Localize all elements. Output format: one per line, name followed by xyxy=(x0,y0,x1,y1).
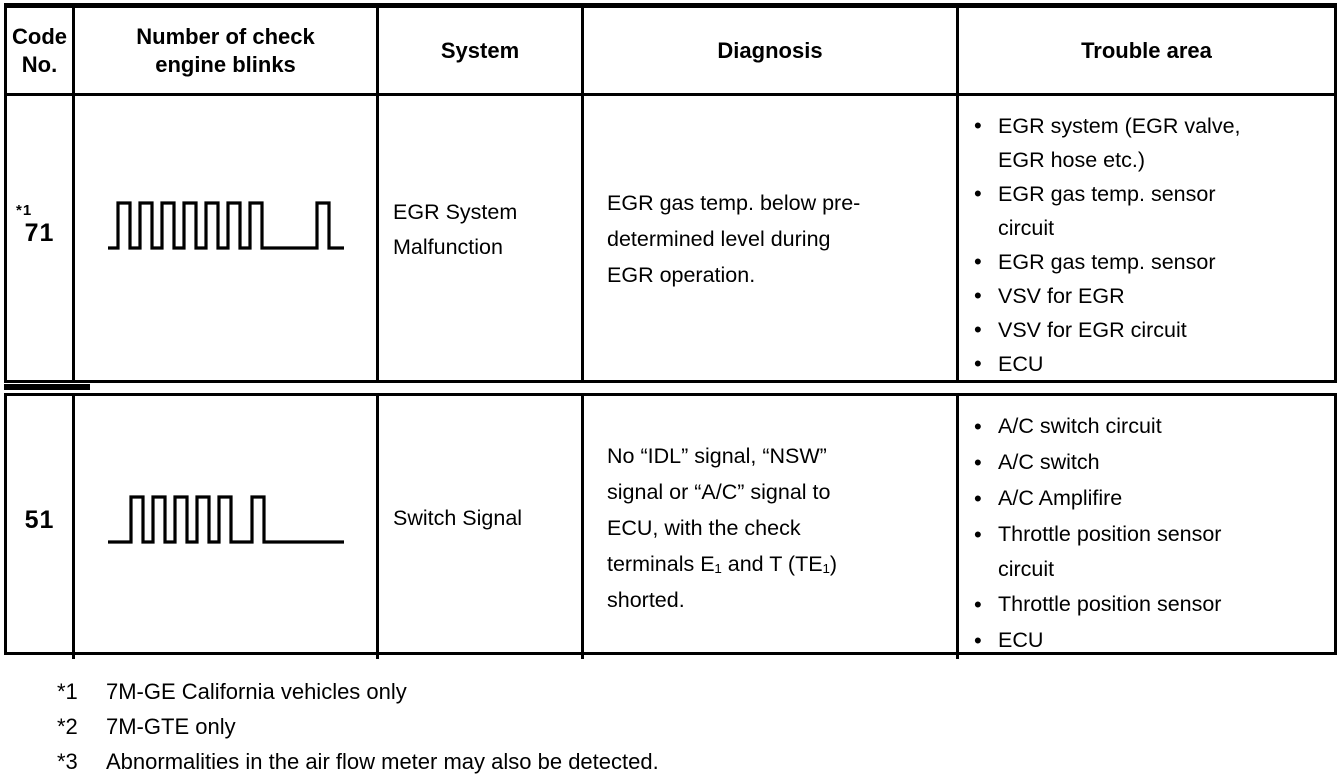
system-cell: EGR System Malfunction xyxy=(379,96,584,381)
trouble-item: A/C switch circuit xyxy=(974,409,1328,445)
bullet-icon xyxy=(974,245,998,279)
trouble-item: ECU xyxy=(974,347,1328,381)
trouble-line: circuit xyxy=(998,216,1055,240)
table-row-code-71: *1 71 EGR System Malfunction EGR gas tem… xyxy=(4,96,1337,383)
header-cell-blinks: Number of check engine blinks xyxy=(75,8,379,93)
header-label: Number of check engine blinks xyxy=(136,23,315,77)
bullet-icon xyxy=(974,347,998,381)
trouble-item: A/C Amplifire xyxy=(974,481,1328,517)
trouble-line: Throttle position sensor xyxy=(998,522,1222,546)
blink-pattern-cell xyxy=(75,396,379,659)
diagnosis-line: signal or “A/C” signal to xyxy=(607,479,831,504)
code-cell: *1 71 xyxy=(7,96,75,381)
trouble-line: A/C switch circuit xyxy=(998,414,1162,438)
footnote-mark: *1 xyxy=(57,679,78,704)
header-cell-system: System xyxy=(379,8,584,93)
diagnosis-cell: EGR gas temp. below pre- determined leve… xyxy=(584,96,959,381)
footnote-text: Abnormalities in the air flow meter may … xyxy=(106,749,659,774)
trouble-line: VSV for EGR xyxy=(998,284,1125,308)
code-number: 71 xyxy=(24,218,55,247)
trouble-line: ECU xyxy=(998,352,1044,376)
trouble-item: A/C switch xyxy=(974,445,1328,481)
table-row-code-51: 51 Switch Signal No “IDL” signal, “NSW” … xyxy=(4,393,1337,659)
trouble-line: EGR gas temp. sensor xyxy=(998,250,1216,274)
bullet-icon xyxy=(974,177,998,245)
bullet-icon xyxy=(974,313,998,347)
trouble-line: EGR hose etc.) xyxy=(998,148,1145,172)
code-footnote-mark: *1 xyxy=(16,201,33,219)
footnote-text: 7M-GE California vehicles only xyxy=(106,679,407,704)
trouble-item: EGR gas temp. sensor xyxy=(974,245,1328,279)
blink-waveform-71 xyxy=(107,200,344,250)
trouble-item: EGR gas temp. sensor circuit xyxy=(974,177,1328,245)
trouble-item: Throttle position sensor xyxy=(974,587,1328,623)
trouble-line: ECU xyxy=(998,628,1044,652)
bullet-icon xyxy=(974,409,998,445)
header-label: System xyxy=(440,37,520,63)
header-cell-code: Code No. xyxy=(7,8,75,93)
header-label: Diagnosis xyxy=(717,37,823,63)
trouble-item: Throttle position sensor circuit xyxy=(974,517,1328,587)
footnote: *1 7M-GE California vehicles only xyxy=(57,674,659,709)
bullet-icon xyxy=(974,623,998,659)
system-cell: Switch Signal xyxy=(379,396,584,659)
trouble-line: VSV for EGR circuit xyxy=(998,318,1187,342)
diagnosis-line: No “IDL” signal, “NSW” xyxy=(607,443,827,468)
header-label: Trouble area xyxy=(1081,37,1212,63)
trouble-line: A/C switch xyxy=(998,450,1100,474)
bullet-icon xyxy=(974,445,998,481)
diagnosis-line: EGR operation. xyxy=(607,262,756,287)
diagnosis-line: EGR gas temp. below pre- xyxy=(607,190,861,215)
bullet-icon xyxy=(974,481,998,517)
footnote-mark: *3 xyxy=(57,749,78,774)
diagnosis-line: determined level during xyxy=(607,226,831,251)
section-divider-bar xyxy=(4,384,90,390)
diagnosis-line: terminals E₁ and T (TE₁) xyxy=(607,551,837,576)
trouble-item: VSV for EGR circuit xyxy=(974,313,1328,347)
footnote: *2 7M-GTE only xyxy=(57,709,659,744)
trouble-line: EGR system (EGR valve, xyxy=(998,114,1241,138)
trouble-line: EGR gas temp. sensor xyxy=(998,182,1216,206)
trouble-line: Throttle position sensor xyxy=(998,592,1222,616)
diagnosis-line: shorted. xyxy=(607,587,685,612)
system-label: EGR System Malfunction xyxy=(393,199,518,259)
footnotes: *1 7M-GE California vehicles only *2 7M-… xyxy=(57,674,659,779)
trouble-line: A/C Amplifire xyxy=(998,486,1123,510)
diagnosis-line: ECU, with the check xyxy=(607,515,801,540)
code-cell: 51 xyxy=(7,396,75,659)
trouble-area-cell: A/C switch circuit A/C switch A/C Amplif… xyxy=(959,396,1334,659)
trouble-area-cell: EGR system (EGR valve, EGR hose etc.) EG… xyxy=(959,96,1334,381)
trouble-item: ECU xyxy=(974,623,1328,659)
blink-pattern-cell xyxy=(75,96,379,381)
system-label: Switch Signal xyxy=(393,506,523,530)
trouble-item: EGR system (EGR valve, EGR hose etc.) xyxy=(974,109,1328,177)
footnote: *3 Abnormalities in the air flow meter m… xyxy=(57,744,659,779)
header-label: Code No. xyxy=(12,23,67,77)
header-cell-diagnosis: Diagnosis xyxy=(584,8,959,93)
footnote-text: 7M-GTE only xyxy=(106,714,236,739)
bullet-icon xyxy=(974,517,998,587)
blink-waveform-51 xyxy=(107,494,344,544)
bullet-icon xyxy=(974,587,998,623)
diagnosis-cell: No “IDL” signal, “NSW” signal or “A/C” s… xyxy=(584,396,959,659)
code-number: 51 xyxy=(24,506,55,534)
trouble-line: circuit xyxy=(998,557,1055,581)
trouble-item: VSV for EGR xyxy=(974,279,1328,313)
footnote-mark: *2 xyxy=(57,714,78,739)
bullet-icon xyxy=(974,279,998,313)
bullet-icon xyxy=(974,109,998,177)
table-header-row: Code No. Number of check engine blinks S… xyxy=(4,3,1337,96)
header-cell-trouble-area: Trouble area xyxy=(959,8,1334,93)
